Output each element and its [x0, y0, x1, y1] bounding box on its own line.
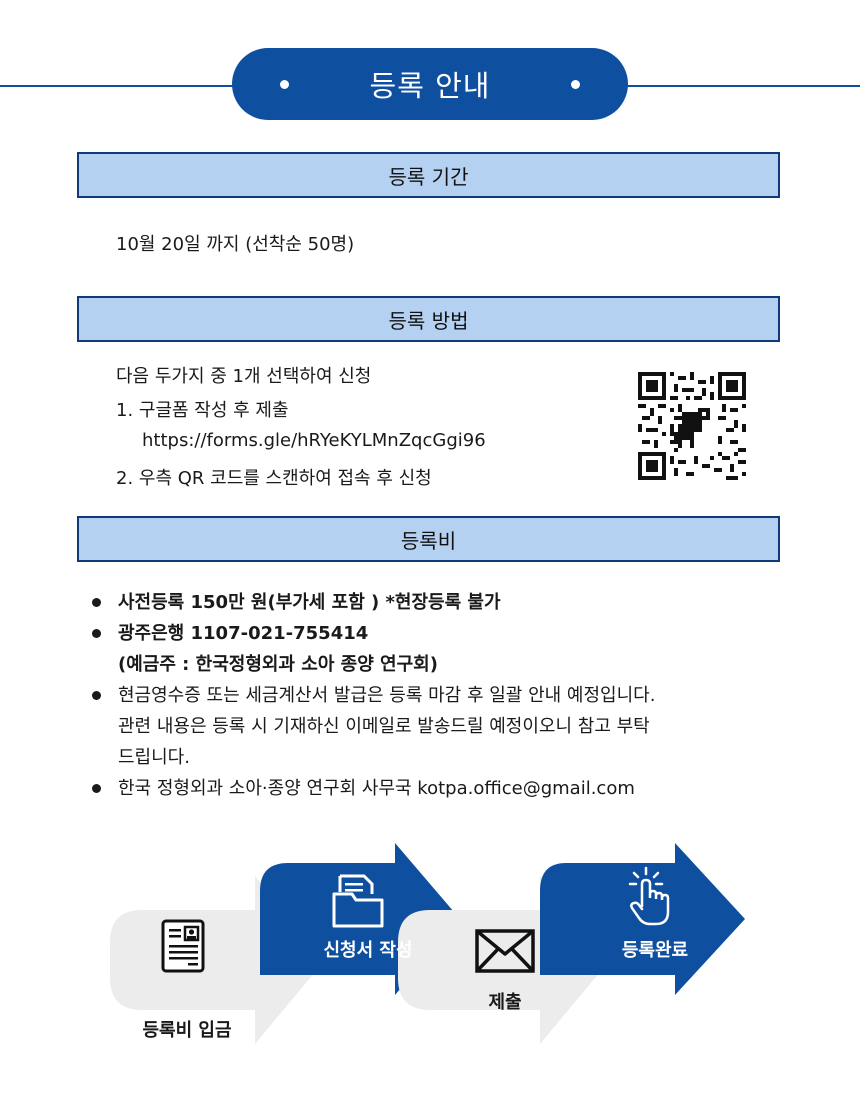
document-profile-icon	[161, 919, 205, 973]
page-title: 등록 안내	[369, 69, 491, 103]
list-item: 광주은행 1107-021-755414 (예금주 : 한국정형외과 소아 종양…	[92, 618, 655, 680]
step-label-payment: 등록비 입금	[142, 1020, 232, 1041]
period-text: 10월 20일 까지 (선착순 50명)	[116, 234, 355, 255]
title-dot-left	[280, 80, 289, 89]
section-heading-method: 등록 방법	[77, 296, 780, 342]
bank-account-text: 광주은행 1107-021-755414	[118, 623, 369, 644]
google-form-link[interactable]: https://forms.gle/hRYeKYLMnZqcGgi96	[142, 430, 486, 451]
office-contact-text: 한국 정형외과 소아·종양 연구회 사무국 kotpa.office@gmail…	[118, 778, 635, 799]
receipt-notice-sub: 관련 내용은 등록 시 기재하신 이메일로 발송드릴 예정이오니 참고 부탁	[118, 716, 650, 737]
receipt-notice-sub2: 드립니다.	[118, 747, 190, 768]
step-label-submit: 제출	[488, 992, 522, 1013]
step-label-complete: 등록완료	[621, 940, 689, 961]
page-title-pill: 등록 안내	[232, 48, 628, 120]
step-label-application: 신청서 작성	[323, 940, 413, 961]
method-line-intro: 다음 두가지 중 1개 선택하여 신청	[116, 366, 372, 387]
list-item: 현금영수증 또는 세금계산서 발급은 등록 마감 후 일괄 안내 예정입니다. …	[92, 680, 655, 773]
account-holder-text: (예금주 : 한국정형외과 소아 종양 연구회)	[118, 654, 438, 675]
list-item: 한국 정형외과 소아·종양 연구회 사무국 kotpa.office@gmail…	[92, 773, 655, 804]
receipt-notice-text: 현금영수증 또는 세금계산서 발급은 등록 마감 후 일괄 안내 예정입니다.	[118, 685, 656, 706]
list-item: 사전등록 150만 원(부가세 포함 ) *현장등록 불가	[92, 587, 655, 618]
fee-list: 사전등록 150만 원(부가세 포함 ) *현장등록 불가 광주은행 1107-…	[92, 587, 655, 804]
section-heading-fee: 등록비	[77, 516, 780, 562]
tap-hand-icon	[628, 866, 670, 926]
envelope-icon	[475, 929, 535, 973]
fee-amount-text: 사전등록 150만 원(부가세 포함 ) *현장등록 불가	[118, 592, 501, 613]
qr-code[interactable]	[638, 372, 746, 480]
folder-document-icon	[332, 874, 384, 928]
method-line-2: 2. 우측 QR 코드를 스캔하여 접속 후 신청	[116, 468, 432, 489]
section-heading-period: 등록 기간	[77, 152, 780, 198]
title-dot-right	[571, 80, 580, 89]
method-line-1: 1. 구글폼 작성 후 제출	[116, 400, 289, 421]
